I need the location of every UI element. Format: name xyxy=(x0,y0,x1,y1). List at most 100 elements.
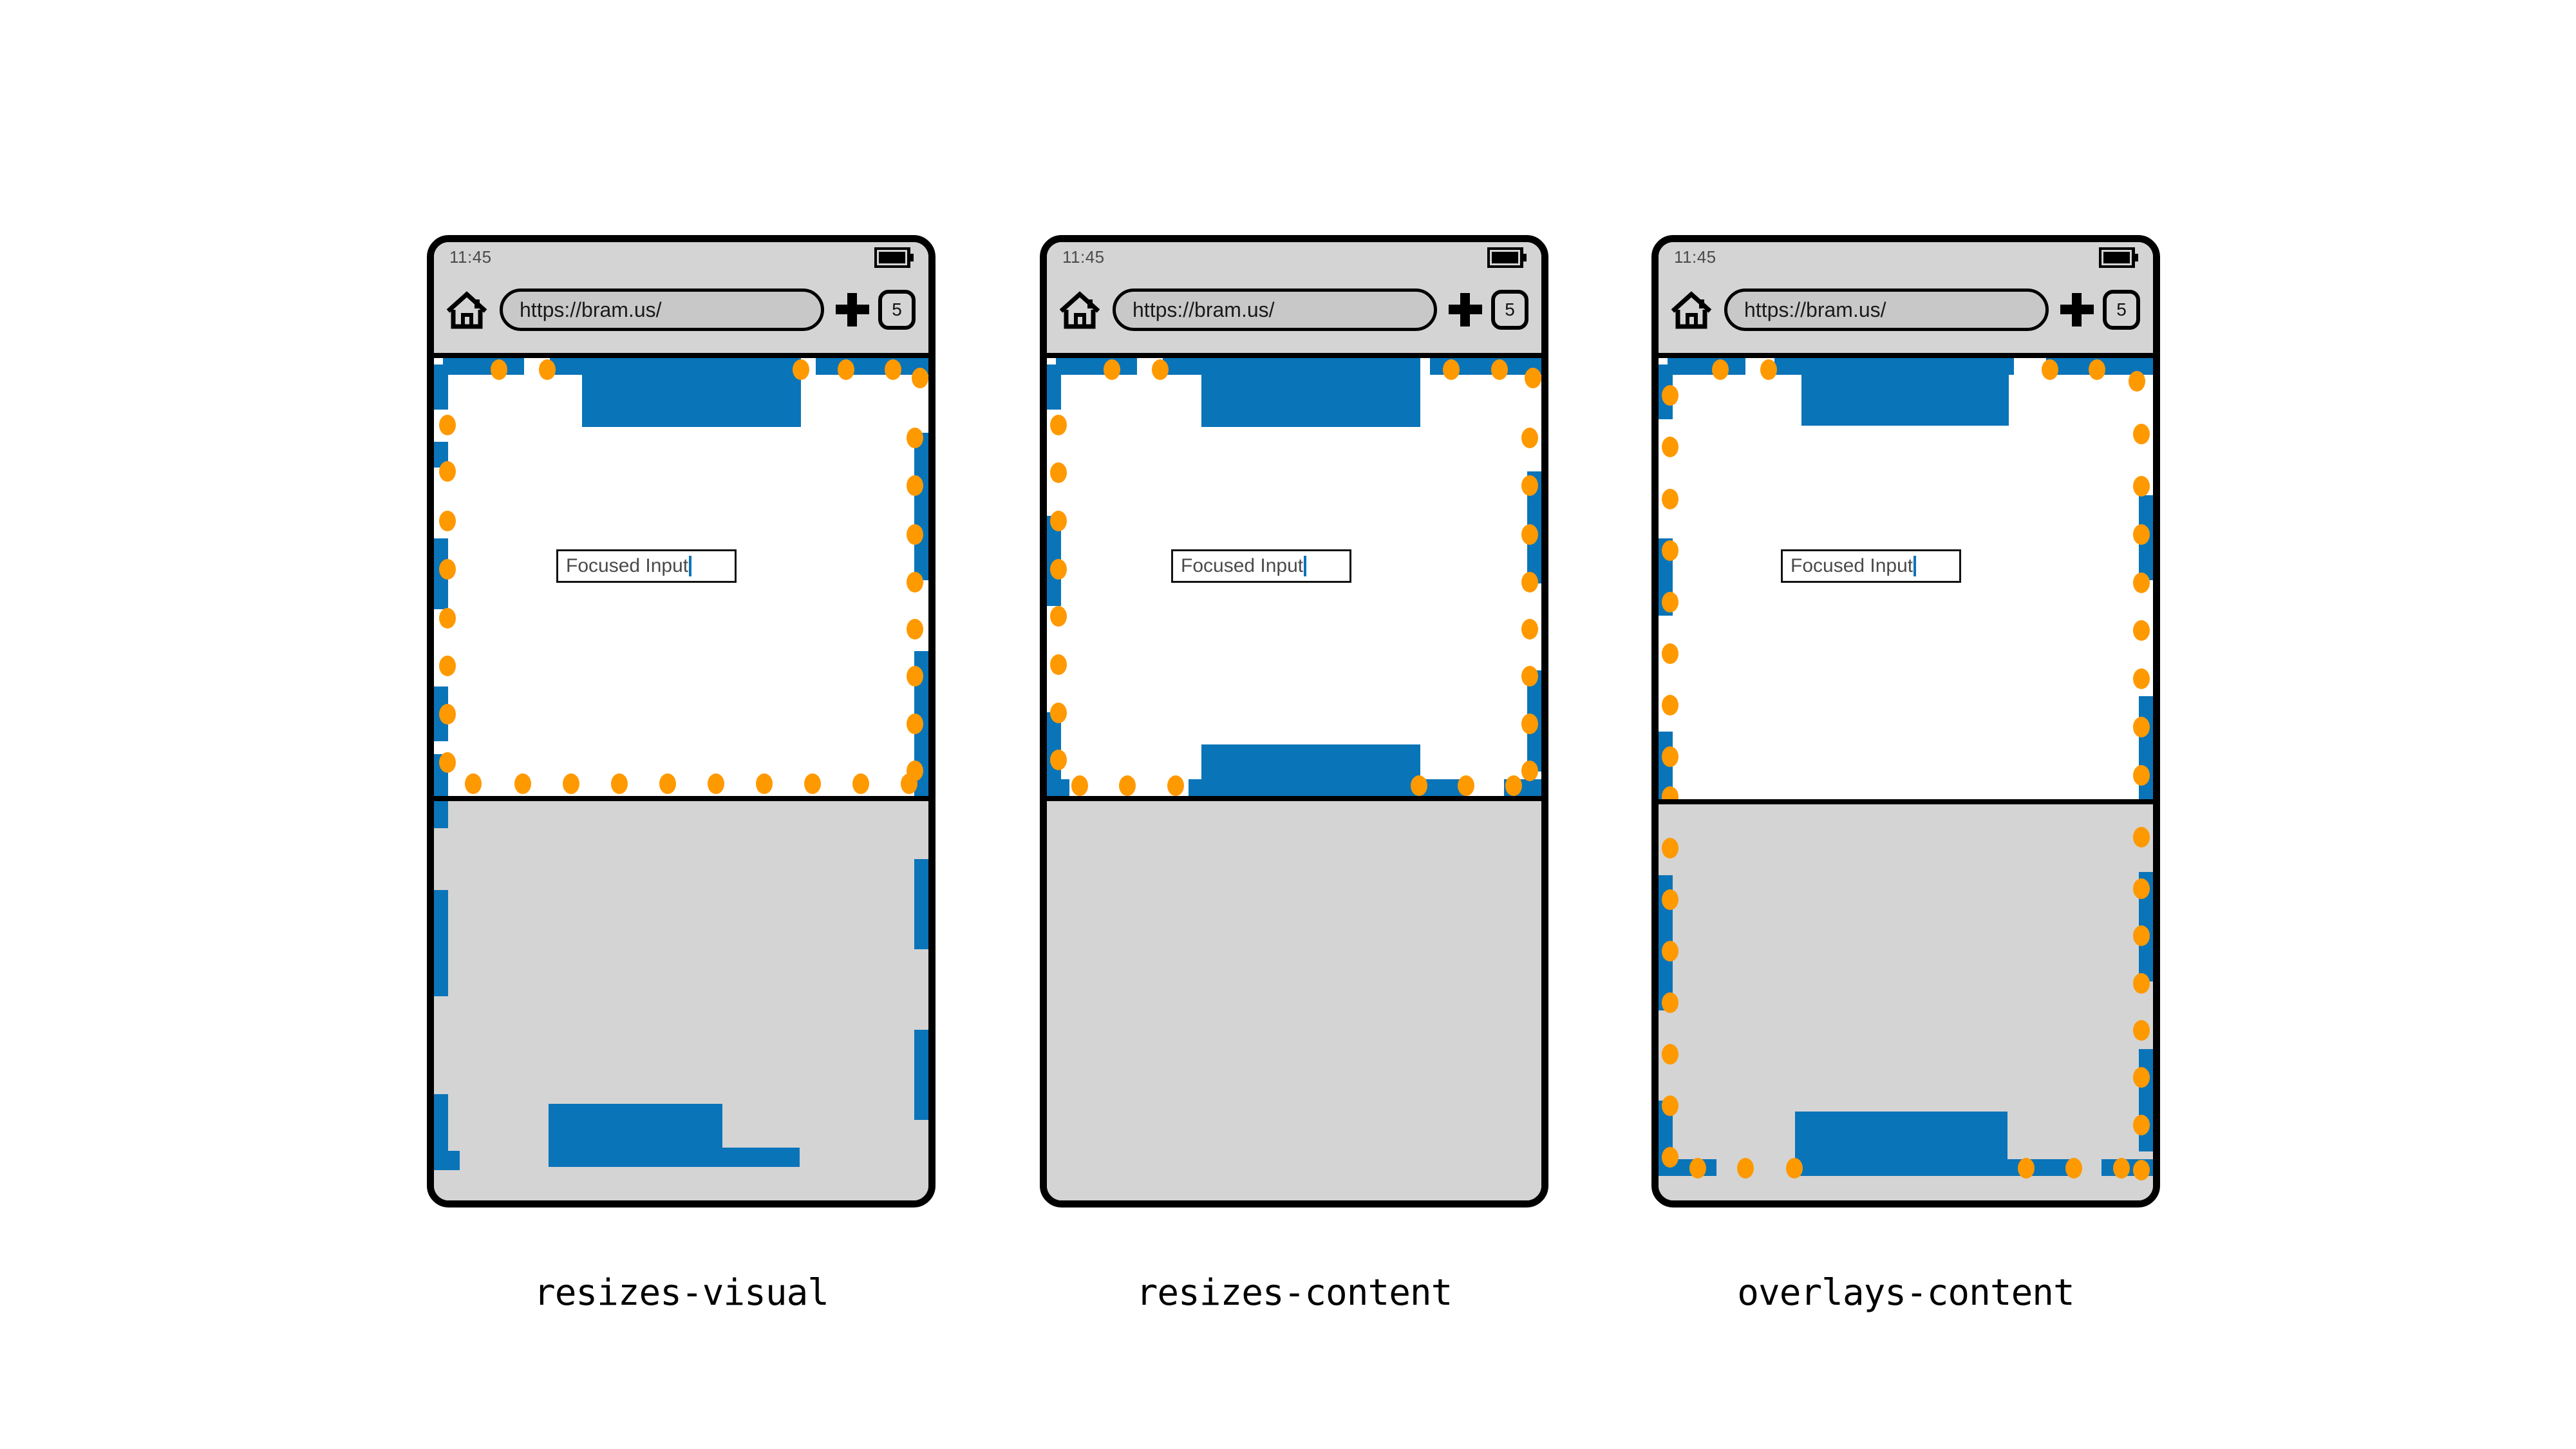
viewport-marker-dot xyxy=(1521,714,1538,734)
page-edge-highlight-behind-keyboard xyxy=(434,1094,448,1168)
viewport-marker-dot xyxy=(804,773,821,794)
focused-input-1[interactable]: Focused Input xyxy=(556,549,737,583)
viewport-marker-dot xyxy=(907,572,923,592)
viewport-marker-dot xyxy=(2133,424,2150,444)
viewport-marker-dot xyxy=(2018,1158,2035,1179)
viewport-marker-dot xyxy=(1689,1158,1706,1179)
viewport-marker-dot xyxy=(793,359,809,380)
caption-resizes-visual: resizes-visual xyxy=(533,1272,829,1314)
viewport-marker-dot xyxy=(1050,703,1067,723)
viewport-marker-dot xyxy=(1525,368,1541,388)
home-icon[interactable] xyxy=(1670,290,1713,329)
viewport-marker-dot xyxy=(1712,359,1729,380)
viewport-marker-dot xyxy=(2133,620,2150,641)
url-bar[interactable]: https://bram.us/ xyxy=(500,289,824,331)
page-edge-highlight-behind-keyboard xyxy=(914,859,928,949)
page-rail-gap-right-a xyxy=(1527,381,1541,471)
phone-overlays-content: 11:45 https://bram.us/ xyxy=(1651,235,2160,1208)
viewport-marker-dot xyxy=(1662,643,1678,664)
viewport-marker-dot xyxy=(2133,717,2150,737)
viewport-marker-dot xyxy=(1662,1044,1678,1065)
viewport-marker-dot xyxy=(439,704,456,724)
viewport-marker-dot xyxy=(2133,973,2150,994)
viewport-marker-dot xyxy=(1521,666,1538,687)
tab-counter-icon[interactable]: 5 xyxy=(2103,290,2140,330)
viewport-marker-dot xyxy=(2133,1067,2150,1088)
viewport-marker-dot xyxy=(1662,1095,1678,1116)
page-rail-gap-right-c xyxy=(2139,1176,2153,1200)
home-icon[interactable] xyxy=(446,290,488,329)
viewport-marker-dot xyxy=(1411,775,1427,796)
viewport-marker-dot xyxy=(563,773,579,794)
tab-counter-icon[interactable]: 5 xyxy=(1491,290,1528,330)
viewport-marker-dot xyxy=(1760,359,1777,380)
page-rail-gap-corner xyxy=(434,358,443,365)
page-rail-gap-top-b xyxy=(2014,358,2046,375)
viewport-marker-dot xyxy=(907,428,923,448)
viewport-marker-dot xyxy=(907,714,923,734)
viewport-marker-dot xyxy=(1662,992,1678,1013)
viewport-marker-dot xyxy=(1662,489,1678,509)
viewport-marker-dot xyxy=(912,368,928,388)
viewport-marker-dot xyxy=(465,773,482,794)
viewport-marker-dot xyxy=(1050,415,1067,435)
url-bar[interactable]: https://bram.us/ xyxy=(1113,289,1437,331)
page-header-block xyxy=(1801,358,2009,426)
virtual-keyboard-pane-1 xyxy=(434,801,928,1200)
page-edge-highlight-behind-keyboard xyxy=(434,801,448,828)
viewport-marker-dot xyxy=(439,608,456,629)
viewport-marker-dot xyxy=(1737,1158,1754,1179)
viewport-marker-dot xyxy=(838,359,854,380)
page-edge-highlight-behind-keyboard xyxy=(434,890,448,996)
viewport-marker-dot xyxy=(1521,572,1538,592)
home-icon[interactable] xyxy=(1058,290,1101,329)
viewport-marker-dot xyxy=(1662,1147,1678,1168)
plus-icon[interactable] xyxy=(2060,293,2094,327)
viewport-marker-dot xyxy=(1662,385,1678,406)
focused-input-value: Focused Input xyxy=(1791,555,1913,576)
viewport-marker-dot xyxy=(2133,925,2150,946)
focused-input-value: Focused Input xyxy=(566,555,689,576)
viewport-marker-dot xyxy=(907,619,923,639)
focused-input-value: Focused Input xyxy=(1181,555,1304,576)
viewport-marker-dot xyxy=(1662,838,1678,858)
viewport-marker-dot xyxy=(1491,359,1508,380)
page-content-pane-2: Focused Input xyxy=(1047,358,1541,796)
caption-overlays-content: overlays-content xyxy=(1737,1272,2074,1314)
focused-input-2[interactable]: Focused Input xyxy=(1171,549,1351,583)
browser-toolbar: https://bram.us/ 5 xyxy=(434,276,928,344)
browser-toolbar: https://bram.us/ 5 xyxy=(1659,276,2153,344)
tab-counter-icon[interactable]: 5 xyxy=(878,290,916,330)
plus-icon[interactable] xyxy=(1449,293,1482,327)
viewport-marker-dot xyxy=(1521,428,1538,448)
viewport-marker-dot xyxy=(1071,775,1088,796)
viewport-marker-dot xyxy=(2133,827,2150,848)
viewport-marker-dot xyxy=(1662,889,1678,910)
viewport-marker-dot xyxy=(611,773,628,794)
browser-chrome: 11:45 https://bram.us/ xyxy=(1047,242,1541,358)
viewport-marker-dot xyxy=(439,656,456,676)
url-bar[interactable]: https://bram.us/ xyxy=(1724,289,2049,331)
plus-icon[interactable] xyxy=(836,293,869,327)
viewport-marker-dot xyxy=(885,359,901,380)
viewport-marker-dot xyxy=(2133,1020,2150,1041)
viewport-marker-dot xyxy=(1050,750,1067,770)
viewport-marker-dot xyxy=(1662,695,1678,715)
viewport-marker-dot xyxy=(1458,775,1474,796)
viewport-marker-dot xyxy=(1167,775,1184,796)
viewport-marker-dot xyxy=(1662,437,1678,457)
virtual-keyboard-pane-3 xyxy=(1659,804,2153,1200)
viewport-marker-dot xyxy=(2133,476,2150,497)
page-rail-gap-right-a xyxy=(914,381,928,433)
viewport-marker-dot xyxy=(756,773,773,794)
text-caret xyxy=(1913,556,1917,576)
virtual-keyboard-pane-2 xyxy=(1047,801,1541,1200)
viewport-marker-dot xyxy=(1050,606,1067,627)
viewport-marker-dot xyxy=(539,359,556,380)
status-time: 11:45 xyxy=(449,247,492,267)
page-content-pane-3: Focused Input xyxy=(1659,358,2153,799)
viewport-marker-dot xyxy=(2089,359,2105,380)
keyboard-divider-2 xyxy=(1047,796,1541,801)
focused-input-3[interactable]: Focused Input xyxy=(1781,549,1961,583)
